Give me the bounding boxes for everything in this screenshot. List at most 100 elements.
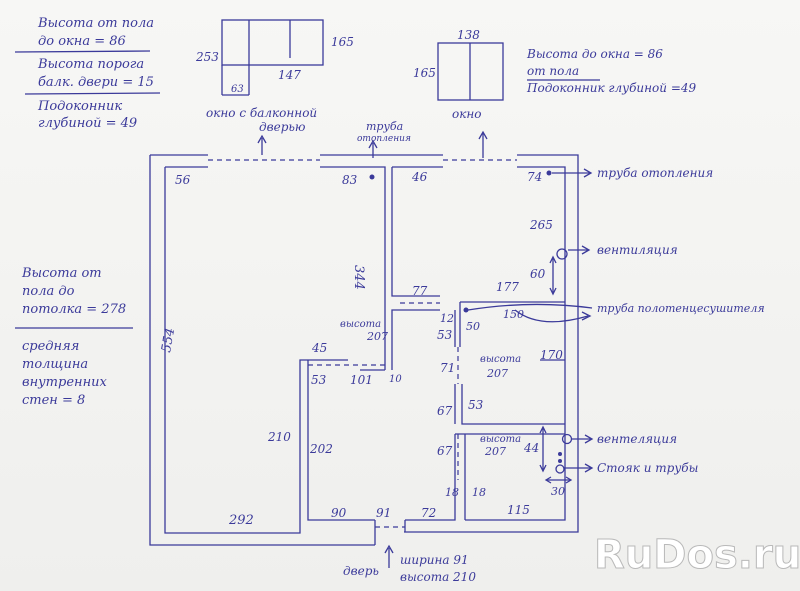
dim-101: 101 (350, 373, 373, 387)
dim-177: 177 (496, 280, 519, 294)
dim-138: 138 (457, 28, 480, 42)
door-width: ширина 91 (400, 553, 469, 567)
note-sill-line2: глубиной = 49 (38, 116, 137, 131)
dim-207-a: 207 (366, 330, 388, 343)
dim-265: 265 (529, 218, 553, 232)
note-threshold-line1: Высота порога (37, 57, 144, 72)
vysota-c: высота (480, 434, 521, 445)
note-ceiling-line1: Высота от (21, 266, 102, 281)
dim-150: 150 (503, 308, 524, 321)
notes-left-top: Высота от пола до окна = 86 Высота порог… (14, 16, 161, 131)
note-walls-line3: внутренних (22, 375, 108, 390)
dim-165: 165 (413, 66, 436, 80)
label-towel-pipe: труба полотенцесушителя (597, 302, 765, 315)
dim-554: 554 (159, 327, 178, 354)
dim-53-c: 53 (468, 398, 484, 412)
dim-210: 210 (267, 430, 291, 444)
notes-right-top: Высота до окна = 86 от пола Подоконник г… (526, 47, 697, 95)
dim-18-a: 18 (445, 486, 459, 499)
dim-50: 50 (466, 320, 480, 333)
plan-dimensions: 56 83 46 74 344 265 554 77 177 60 150 12… (159, 170, 565, 528)
dim-147: 147 (278, 68, 301, 82)
label-heating-pipe: труба отопления (597, 166, 713, 180)
notes-left-mid: Высота от пола до потолка = 278 средняя … (15, 266, 133, 408)
dim-292: 292 (228, 513, 254, 528)
riser-dot (558, 459, 562, 463)
dim-67-b: 67 (437, 444, 453, 458)
note-window-height-line1: Высота от пола (37, 16, 154, 31)
fixtures (369, 170, 573, 474)
vysota-a: высота (340, 319, 381, 330)
dim-18-b: 18 (472, 486, 486, 499)
dim-63: 63 (231, 84, 244, 95)
top-note-line2: отопления (357, 134, 411, 144)
dim-10: 10 (389, 374, 402, 385)
dim-56: 56 (175, 173, 191, 187)
dim-67-a: 67 (437, 404, 453, 418)
label-ventilation: вентиляция (597, 243, 678, 257)
dim-253: 253 (195, 50, 219, 64)
dim-83: 83 (342, 173, 358, 187)
riser-icon (555, 464, 565, 474)
dim-165: 165 (331, 35, 354, 49)
riser-dot (558, 452, 562, 456)
note-ceiling-line2: пола до (22, 284, 75, 299)
note-threshold-line2: балк. двери = 15 (38, 75, 154, 90)
window-arrows (257, 130, 488, 158)
dim-74: 74 (527, 170, 542, 184)
top-note-line1: труба (366, 120, 403, 133)
note-window-height-line2: до окна = 86 (38, 34, 126, 49)
leader-lines (384, 168, 594, 568)
note-right-line2: от пола (527, 64, 579, 78)
dim-30: 30 (551, 485, 565, 498)
dim-45: 45 (311, 341, 327, 355)
ventilation-icon (561, 433, 573, 445)
note-walls-line2: толщина (22, 357, 88, 372)
dim-115: 115 (507, 503, 530, 517)
ventilation-icon (556, 248, 568, 260)
towel-pipe-dot (463, 307, 469, 313)
dim-60: 60 (530, 267, 546, 281)
dim-207-c: 207 (484, 445, 506, 458)
note-walls-line1: средняя (22, 339, 79, 354)
dim-53-b: 53 (311, 373, 327, 387)
window2-sketch: 138 165 окно (413, 28, 504, 121)
dim-77: 77 (412, 284, 428, 298)
divider (14, 50, 151, 53)
balcony-window-sketch: 253 165 147 63 окно с балконной дверью (195, 19, 354, 134)
top-heating-note: труба отопления (357, 120, 411, 144)
door-note: дверь ширина 91 высота 210 (343, 553, 476, 584)
dim-44: 44 (523, 441, 539, 455)
divider (24, 92, 161, 95)
door-height: высота 210 (400, 570, 476, 584)
note-walls-line4: стен = 8 (22, 393, 85, 408)
balcony-window-label-line2: дверью (259, 120, 306, 134)
note-right-line1: Высота до окна = 86 (526, 47, 663, 61)
note-ceiling-line3: потолка = 278 (22, 302, 126, 317)
dim-90: 90 (331, 506, 347, 520)
label-ventilation-2: вентеляция (597, 432, 677, 446)
dim-91: 91 (376, 506, 391, 520)
balcony-window-label-line1: окно с балконной (206, 106, 317, 120)
dim-53-a: 53 (437, 328, 453, 342)
dim-344: 344 (351, 265, 366, 290)
dim-170: 170 (540, 348, 563, 362)
label-riser: Стояк и трубы (597, 461, 698, 475)
dim-72: 72 (421, 506, 436, 520)
dim-207-b: 207 (486, 367, 508, 380)
note-right-line3: Подоконник глубиной =49 (526, 81, 697, 95)
door-label: дверь (343, 564, 379, 578)
note-sill-line1: Подоконник (37, 99, 122, 114)
apartment-walls (149, 154, 579, 546)
dim-12: 12 (440, 312, 454, 325)
watermark: RuDos.ru (594, 532, 800, 578)
heating-pipe-dot (369, 174, 375, 180)
right-labels: труба отопления вентиляция труба полотен… (597, 166, 765, 475)
window2-label: окно (452, 107, 482, 121)
dim-202: 202 (309, 442, 333, 456)
heating-pipe-dot (546, 170, 552, 176)
vysota-b: высота (480, 354, 521, 365)
dim-46: 46 (411, 170, 428, 184)
